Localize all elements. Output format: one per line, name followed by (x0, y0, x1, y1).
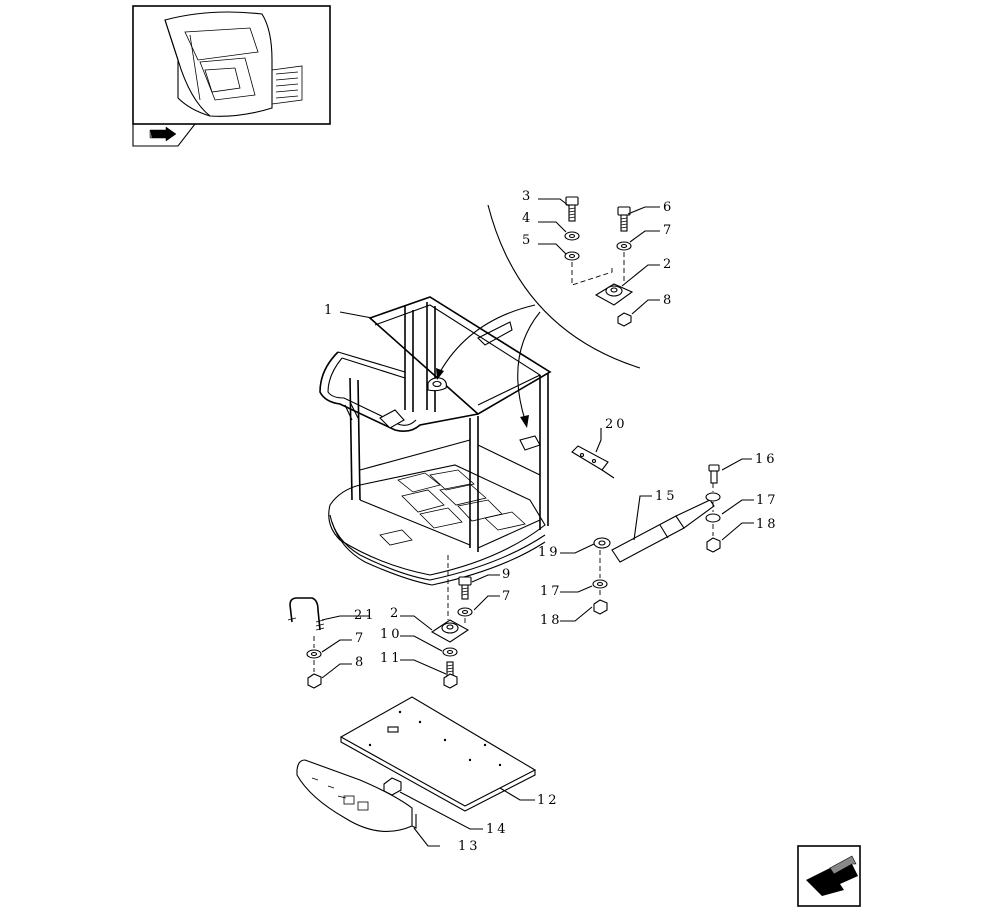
callout-13: 13 (458, 839, 481, 854)
washer-lower-part[interactable] (442, 647, 458, 657)
callout-18-right: 18 (756, 517, 779, 532)
callout-21: 21 (354, 608, 377, 623)
detail-view-arc (487, 204, 641, 369)
cab-thumbnail-icon[interactable] (132, 5, 331, 125)
u-bolt-part[interactable] (287, 597, 325, 689)
callout-17-right: 17 (756, 493, 779, 508)
mount-bolt-lower-part[interactable] (457, 576, 473, 617)
callout-8-low: 8 (355, 655, 366, 670)
callout-15: 15 (655, 489, 678, 504)
callout-10: 10 (380, 627, 403, 642)
strut-pin-part[interactable] (705, 464, 721, 553)
callout-7-low: 7 (355, 631, 366, 646)
callout-6: 6 (663, 200, 674, 215)
callout-2-mid: 2 (390, 606, 401, 621)
cab-frame-part[interactable] (319, 296, 552, 586)
leader-lines (321, 198, 754, 847)
back-arrow-icon[interactable] (797, 845, 861, 907)
callout-4: 4 (522, 211, 533, 226)
mount-nut-top-part[interactable] (617, 312, 632, 327)
callout-20: 20 (605, 417, 628, 432)
anti-vibration-mount-top-part[interactable] (594, 283, 634, 306)
callout-9: 9 (502, 567, 513, 582)
anti-vibration-mount-lower-part[interactable] (430, 619, 470, 643)
callout-19: 19 (538, 545, 561, 560)
callout-7-top: 7 (663, 223, 674, 238)
callout-3: 3 (522, 189, 533, 204)
callout-5: 5 (522, 233, 533, 248)
bracket-20-part[interactable] (571, 445, 615, 479)
callout-11: 11 (380, 651, 403, 666)
callout-7-mid: 7 (502, 589, 513, 604)
callout-16: 16 (755, 452, 778, 467)
mount-bolt-top-left-part[interactable] (564, 196, 580, 261)
callout-14: 14 (486, 822, 509, 837)
gas-strut-part[interactable] (593, 492, 721, 563)
callout-17-left: 17 (540, 584, 563, 599)
bolt-lower-part[interactable] (443, 661, 458, 689)
mount-bolt-top-right-part[interactable] (616, 206, 632, 251)
previous-page-arrow-icon[interactable] (132, 123, 196, 147)
callout-18-left: 18 (540, 613, 563, 628)
callout-12: 12 (537, 793, 560, 808)
floor-plate-part[interactable] (339, 696, 537, 812)
callout-8-top: 8 (663, 293, 674, 308)
strut-washer-nut-left-part[interactable] (592, 550, 608, 615)
step-plate-part[interactable] (296, 759, 417, 832)
callout-1: 1 (324, 303, 335, 318)
callout-2-top: 2 (663, 257, 674, 272)
